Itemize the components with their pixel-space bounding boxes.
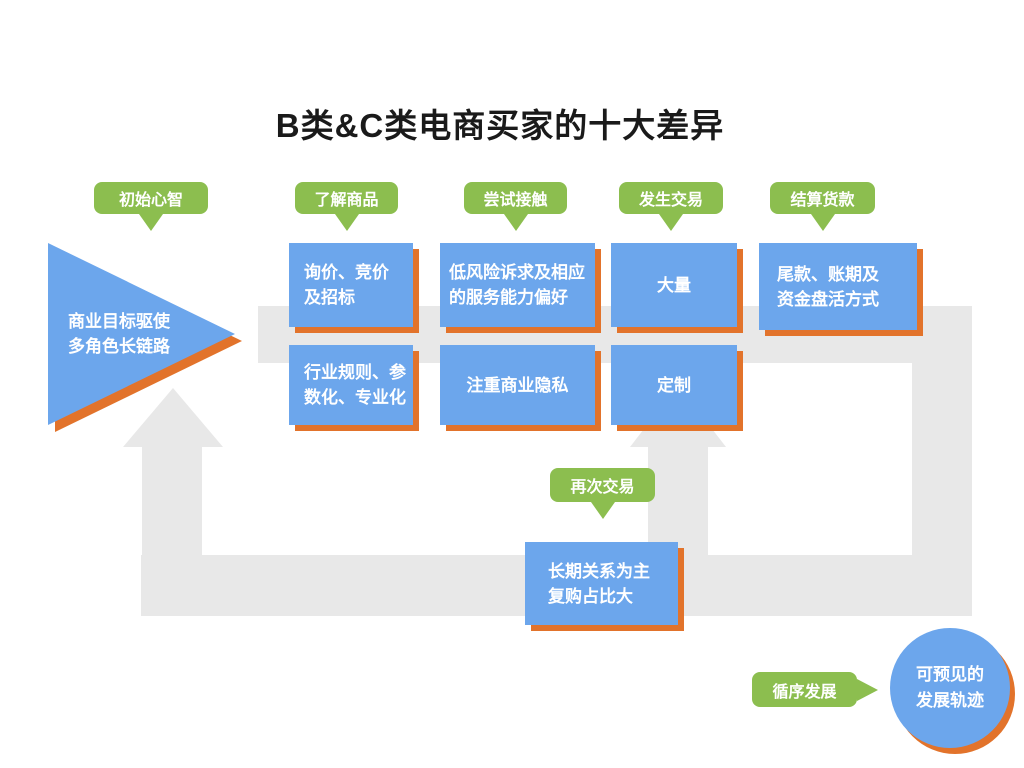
box-bulk-label: 大量 (657, 275, 691, 295)
goal-triangle-line2: 多角色长链路 (68, 337, 170, 356)
badge-learn-product: 了解商品 (295, 182, 398, 214)
circle-predictable-line2: 发展轨迹 (916, 691, 984, 710)
goal-triangle-line1: 商业目标驱使 (68, 312, 170, 331)
flow-left-arrow-stem (142, 446, 202, 558)
box-payment: 尾款、账期及 资金盘活方式 (759, 243, 917, 330)
badge-make-deal: 发生交易 (619, 182, 723, 214)
box-payment-line1: 尾款、账期及 (777, 264, 879, 284)
box-low-risk-line2: 的服务能力偏好 (449, 288, 568, 307)
box-low-risk-line1: 低风险诉求及相应 (449, 263, 585, 282)
goal-triangle-shape (48, 243, 242, 432)
badge-initial-mindset: 初始心智 (94, 182, 208, 214)
goal-triangle-text: 商业目标驱使 多角色长链路 (68, 309, 170, 359)
box-inquiry: 询价、竞价 及招标 (289, 243, 413, 327)
flow-band-right (912, 363, 972, 555)
circle-predictable: 可预见的 发展轨迹 (890, 628, 1010, 748)
box-bulk: 大量 (611, 243, 737, 327)
flow-left-arrow-head (123, 388, 223, 447)
triangle-body (48, 243, 235, 425)
badge-repeat-deal: 再次交易 (550, 468, 655, 502)
box-inquiry-line1: 询价、竞价 (304, 263, 389, 282)
box-privacy-label: 注重商业隐私 (466, 375, 569, 395)
box-privacy: 注重商业隐私 (440, 345, 595, 425)
box-long-term: 长期关系为主 复购占比大 (525, 542, 678, 625)
badge-try-contact: 尝试接触 (464, 182, 567, 214)
box-industry-rules-line2: 数化、专业化 (304, 388, 406, 407)
box-inquiry-line2: 及招标 (304, 288, 355, 307)
box-industry-rules: 行业规则、参 数化、专业化 (289, 345, 413, 425)
badge-progressive-growth: 循序发展 (752, 672, 857, 707)
badge-settle-payment: 结算货款 (770, 182, 875, 214)
circle-predictable-line1: 可预见的 (916, 665, 984, 684)
box-custom: 定制 (611, 345, 737, 425)
box-payment-line2: 资金盘活方式 (777, 289, 879, 309)
box-low-risk: 低风险诉求及相应 的服务能力偏好 (440, 243, 595, 327)
box-long-term-line2: 复购占比大 (548, 586, 633, 606)
box-industry-rules-line1: 行业规则、参 (304, 363, 406, 382)
page-title: B类&C类电商买家的十大差异 (275, 107, 725, 144)
flow-mid-arrow-stem (648, 440, 708, 558)
box-custom-label: 定制 (657, 375, 691, 395)
box-long-term-line1: 长期关系为主 (548, 561, 650, 581)
